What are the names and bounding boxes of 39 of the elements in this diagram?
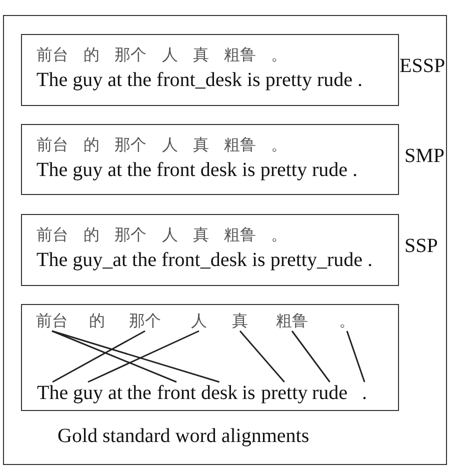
- english-sentence: The guy at the front_desk is pretty rude .: [36, 68, 363, 90]
- method-label: SMP: [404, 144, 445, 166]
- alignment-line: [52, 330, 146, 383]
- english-word: front: [157, 382, 196, 404]
- english-word: is: [242, 382, 256, 404]
- alignment-line: [52, 330, 177, 383]
- chinese-word: 真: [232, 311, 248, 331]
- english-sentence: The guy at the front desk is pretty rude .: [36, 158, 358, 180]
- alignment-line: [52, 330, 220, 383]
- english-word: The: [37, 382, 68, 404]
- chinese-word: 那个: [129, 311, 161, 331]
- box-caption: Gold standard word alignments: [58, 424, 310, 446]
- sentence-pair-box: [20, 214, 398, 286]
- chinese-word: 。: [339, 311, 355, 331]
- sentence-pair-box: [20, 124, 398, 194]
- english-sentence: The guy_at the front_desk is pretty_rude .: [36, 248, 373, 270]
- figure-frame: [3, 15, 447, 465]
- alignment-line: [291, 330, 330, 382]
- english-word: rude: [312, 382, 348, 404]
- chinese-word: 粗鲁: [276, 311, 308, 331]
- english-word: pretty: [261, 382, 308, 404]
- chinese-word: 的: [89, 311, 105, 331]
- english-word: at: [108, 382, 122, 404]
- chinese-word: 前台: [36, 311, 68, 331]
- chinese-word: 人: [191, 311, 207, 331]
- alignment-line: [239, 330, 285, 382]
- method-label: SSP: [404, 234, 438, 256]
- english-word: the: [127, 382, 152, 404]
- alignment-box: [20, 304, 398, 410]
- sentence-pair-box: [20, 34, 398, 106]
- english-word: desk: [201, 382, 238, 404]
- alignment-line: [88, 330, 200, 383]
- english-word: guy: [73, 382, 103, 404]
- english-word: .: [362, 382, 367, 404]
- chinese-sentence: 前台 的 那个 人 真 粗鲁 。: [36, 224, 288, 244]
- method-label: ESSP: [400, 54, 446, 76]
- chinese-sentence: 前台 的 那个 人 真 粗鲁 。: [36, 44, 288, 64]
- chinese-sentence: 前台 的 那个 人 真 粗鲁 。: [36, 134, 288, 154]
- alignment-line: [346, 330, 366, 382]
